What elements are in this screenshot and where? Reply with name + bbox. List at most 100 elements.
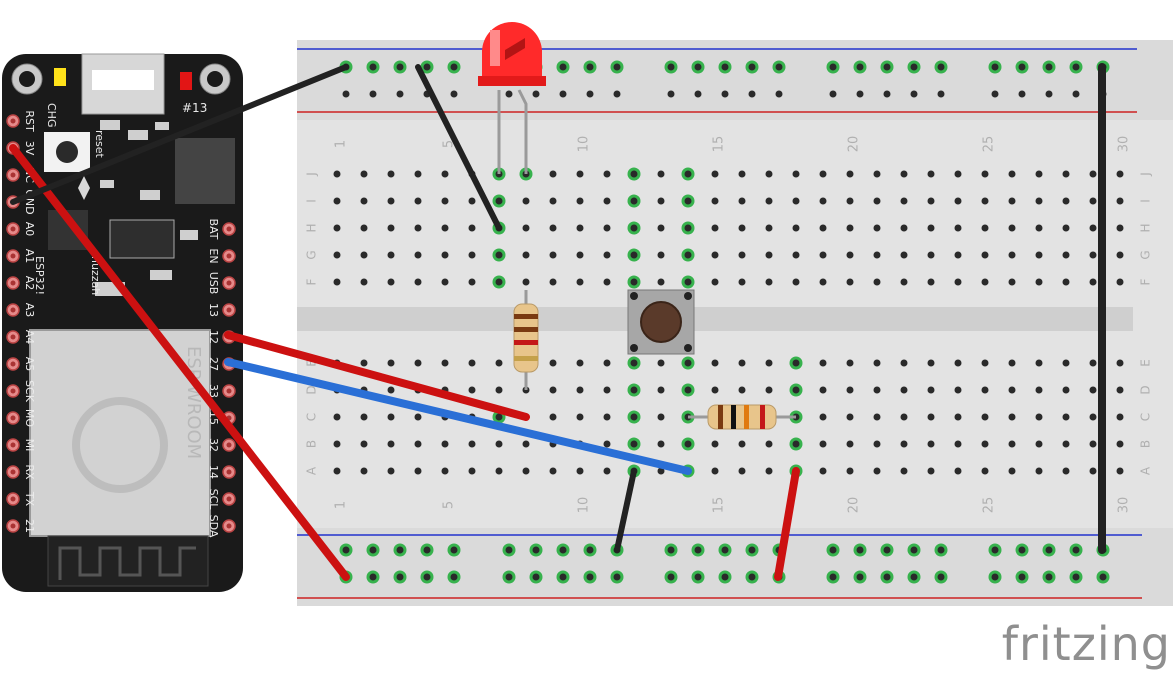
hole-top	[1089, 170, 1097, 178]
hole-top	[441, 278, 449, 286]
hole-top	[603, 224, 611, 232]
hole-bottom	[522, 440, 530, 448]
hole-bottom	[873, 359, 881, 367]
hole-bottom	[1008, 467, 1016, 475]
breadboard-holes	[333, 60, 1124, 584]
pin-label: MO	[23, 409, 36, 427]
column-number-label: 5	[442, 501, 457, 509]
pin-label: A3	[23, 303, 36, 318]
pin-label: BAT	[207, 219, 220, 240]
hole-top	[414, 170, 422, 178]
row-label: D	[305, 385, 319, 394]
hole-bottom	[765, 467, 773, 475]
hole-top	[981, 197, 989, 205]
hole-top	[873, 197, 881, 205]
hole-top	[1008, 197, 1016, 205]
hole-top	[792, 224, 800, 232]
hole-top	[900, 251, 908, 259]
hole-top	[981, 251, 989, 259]
hole-bottom	[495, 386, 503, 394]
status-led	[180, 72, 192, 90]
hole-top	[549, 278, 557, 286]
hole-bottom	[441, 440, 449, 448]
rail-hole	[694, 63, 702, 71]
column-number-label: 5	[442, 140, 457, 148]
hole-top	[927, 224, 935, 232]
hole-top	[846, 251, 854, 259]
hole-top	[1062, 251, 1070, 259]
hole-bottom	[495, 467, 503, 475]
column-number-label: 30	[1117, 497, 1132, 514]
hole-bottom	[576, 359, 584, 367]
rail-hole	[667, 90, 675, 98]
hole-top	[1116, 170, 1124, 178]
hole-bottom	[360, 413, 368, 421]
wire-blue-pin27-to-button	[224, 358, 692, 475]
hole-top	[468, 224, 476, 232]
hole-bottom	[954, 359, 962, 367]
hole-bottom	[711, 359, 719, 367]
hole-bottom	[738, 467, 746, 475]
pin-label: A0	[23, 222, 36, 237]
hole-top	[954, 251, 962, 259]
rail-hole	[829, 546, 837, 554]
hole-bottom	[684, 440, 692, 448]
hole-bottom	[630, 413, 638, 421]
hole-bottom	[819, 386, 827, 394]
rail-hole	[1018, 573, 1026, 581]
row-label: A	[1139, 466, 1153, 475]
rail-hole	[342, 546, 350, 554]
hole-top	[900, 197, 908, 205]
hole-bottom	[387, 440, 395, 448]
pin-label: SDA	[207, 515, 220, 538]
hole-top	[1035, 224, 1043, 232]
hole-bottom	[468, 359, 476, 367]
rail-hole	[396, 546, 404, 554]
hole-bottom	[1116, 359, 1124, 367]
row-label: E	[305, 359, 319, 367]
hole-bottom	[846, 359, 854, 367]
rail-hole	[937, 546, 945, 554]
hole-bottom	[495, 359, 503, 367]
hole-bottom	[468, 467, 476, 475]
wire-black-button-ground	[614, 468, 637, 553]
rail-hole	[396, 90, 404, 98]
rail-hole	[369, 573, 377, 581]
hole-bottom	[900, 440, 908, 448]
row-label: H	[305, 223, 319, 232]
rail-hole	[856, 63, 864, 71]
row-label: D	[1139, 385, 1153, 394]
hole-top	[333, 278, 341, 286]
pin-label: 12	[207, 330, 220, 344]
hole-top	[522, 197, 530, 205]
hole-top	[738, 197, 746, 205]
rail-hole	[667, 546, 675, 554]
hole-top	[1008, 251, 1016, 259]
hole-bottom	[846, 386, 854, 394]
hole-bottom	[684, 359, 692, 367]
chg-led	[54, 68, 66, 86]
rail-hole	[1072, 573, 1080, 581]
hole-bottom	[1035, 359, 1043, 367]
pin-label: 14	[207, 465, 220, 479]
rail-hole	[829, 90, 837, 98]
hole-bottom	[873, 386, 881, 394]
hole-top	[495, 278, 503, 286]
hole-top	[765, 251, 773, 259]
column-number-label: 25	[982, 497, 997, 514]
hole-top	[414, 251, 422, 259]
hole-bottom	[549, 467, 557, 475]
hole-top	[549, 170, 557, 178]
row-label: H	[1139, 223, 1153, 232]
rail-hole	[721, 546, 729, 554]
hole-top	[738, 278, 746, 286]
hole-top	[738, 224, 746, 232]
rail-hole	[829, 63, 837, 71]
hole-bottom	[1089, 440, 1097, 448]
column-number-label: 25	[982, 136, 997, 153]
hole-top	[414, 224, 422, 232]
hole-bottom	[765, 440, 773, 448]
rail-hole	[532, 90, 540, 98]
rail-hole	[775, 90, 783, 98]
rail-hole	[883, 63, 891, 71]
